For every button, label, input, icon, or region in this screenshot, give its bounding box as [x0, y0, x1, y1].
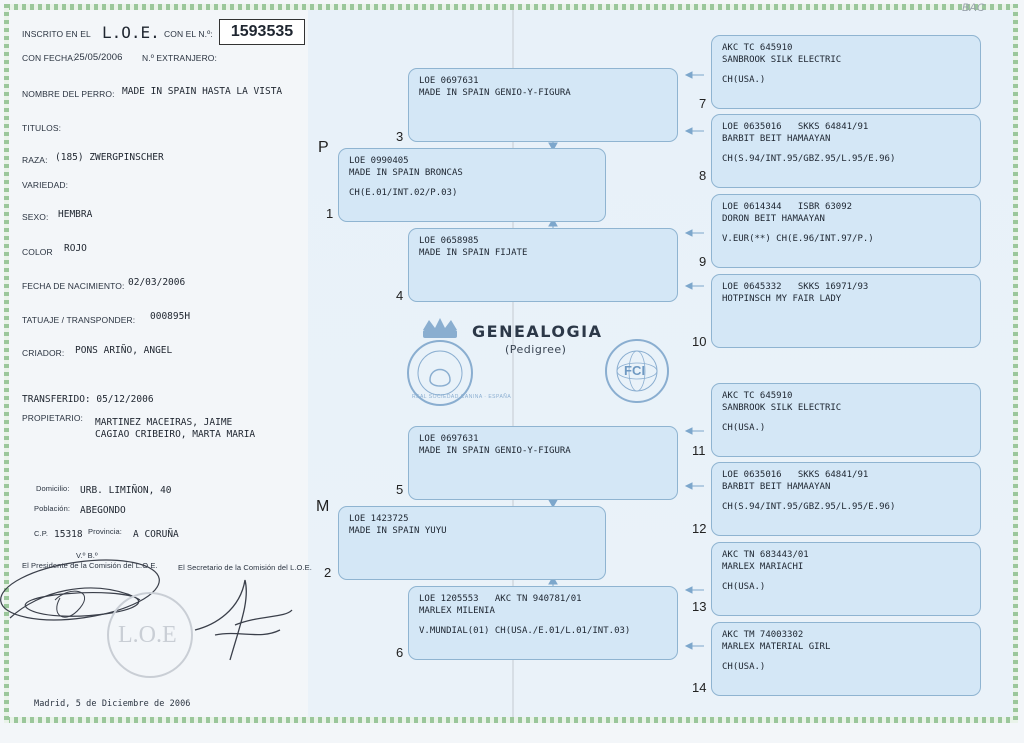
nombre-value: MADE IN SPAIN HASTA LA VISTA — [122, 86, 283, 97]
poblacion-label: Población: — [34, 504, 71, 513]
signatures-drawing: L.O.E — [0, 559, 293, 678]
genealogia-title: GENEALOGIA — [472, 322, 603, 341]
color-label: COLOR — [22, 247, 53, 257]
node-number-2: 2 — [324, 565, 332, 580]
node-number-6: 6 — [396, 645, 404, 660]
fci-seal-icon — [605, 339, 669, 403]
criador-value: PONS ARIÑO, ANGEL — [75, 345, 173, 356]
cp-value: 15318 — [54, 529, 83, 540]
registration-number: 1593535 — [219, 19, 305, 45]
domicilio-label: Domicilio: — [36, 484, 70, 493]
svg-text:L.O.E: L.O.E — [118, 622, 177, 648]
node-number-4: 4 — [396, 288, 404, 303]
pedigree-subtitle: (Pedigree) — [505, 343, 567, 356]
color-value: ROJO — [64, 243, 87, 254]
con-fecha-label: CON FECHA: — [22, 53, 76, 63]
decorative-border-left — [4, 4, 9, 723]
propietario-label: PROPIETARIO: — [22, 413, 84, 423]
variedad-label: VARIEDAD: — [22, 180, 69, 190]
domicilio-value: URB. LIMIÑON, 40 — [80, 485, 172, 496]
sexo-label: SEXO: — [22, 212, 49, 222]
nacimiento-value: 02/03/2006 — [128, 277, 186, 288]
rsce-seal-icon — [407, 318, 473, 406]
paternal-label: P — [318, 139, 329, 156]
loe-label: L.O.E. — [102, 23, 160, 42]
nacimiento-label: FECHA DE NACIMIENTO: — [22, 281, 125, 291]
node-number-7: 7 — [699, 96, 707, 111]
raza-label: RAZA: — [22, 155, 48, 165]
provincia-value: A CORUÑA — [133, 529, 179, 540]
inscrito-label: INSCRITO EN EL — [22, 29, 91, 39]
node-number-1: 1 — [326, 206, 334, 221]
raza-value: (185) ZWERGPINSCHER — [55, 152, 164, 163]
node-number-9: 9 — [699, 254, 707, 269]
sexo-value: HEMBRA — [58, 209, 93, 220]
provincia-label: Provincia: — [88, 527, 122, 536]
node-number-8: 8 — [699, 168, 707, 183]
secretario-label: El Secretario de la Comisión del L.O.E. — [178, 563, 312, 572]
rsce-seal-text: REAL SOCIEDAD CANINA · ESPAÑA — [412, 394, 512, 400]
nombre-label: NOMBRE DEL PERRO: — [22, 89, 115, 99]
node-number-13: 13 — [692, 599, 707, 614]
fci-seal-text: FCI — [624, 363, 646, 378]
tatuaje-label: TATUAJE / TRANSPONDER: — [22, 315, 136, 325]
node-number-3: 3 — [396, 129, 404, 144]
cp-label: C.P. — [34, 529, 49, 538]
propietario-2: CAGIAO CRIBEIRO, MARTA MARIA — [95, 429, 256, 440]
extranjero-label: N.º EXTRANJERO: — [142, 53, 217, 63]
maternal-label: M — [316, 498, 330, 515]
node-number-5: 5 — [396, 482, 404, 497]
node-number-12: 12 — [692, 521, 707, 536]
node-number-11: 11 — [692, 443, 706, 458]
node-number-10: 10 — [692, 334, 707, 349]
titulos-label: TITULOS: — [22, 123, 62, 133]
vb-label: V.º B.º — [76, 551, 98, 560]
decorative-border-top — [6, 4, 1018, 10]
con-fecha-value: 25/05/2006 — [74, 52, 123, 63]
node-number-14: 14 — [692, 680, 707, 695]
paper-fold-line — [512, 10, 514, 720]
decorative-border-bottom — [6, 717, 1018, 723]
corner-mark: BAC — [962, 2, 985, 14]
propietario-1: MARTINEZ MACEIRAS, JAIME — [95, 417, 233, 428]
presidente-label: El Presidente de la Comisión del L.O.E. — [22, 561, 158, 570]
place-date: Madrid, 5 de Diciembre de 2006 — [34, 699, 191, 709]
decorative-border-right — [1013, 4, 1018, 723]
transferido-value: TRANSFERIDO: 05/12/2006 — [22, 394, 154, 405]
poblacion-value: ABEGONDO — [80, 505, 126, 516]
criador-label: CRIADOR: — [22, 348, 65, 358]
tatuaje-value: 000895H — [150, 311, 191, 322]
con-num-label: CON EL N.º: — [164, 29, 213, 39]
